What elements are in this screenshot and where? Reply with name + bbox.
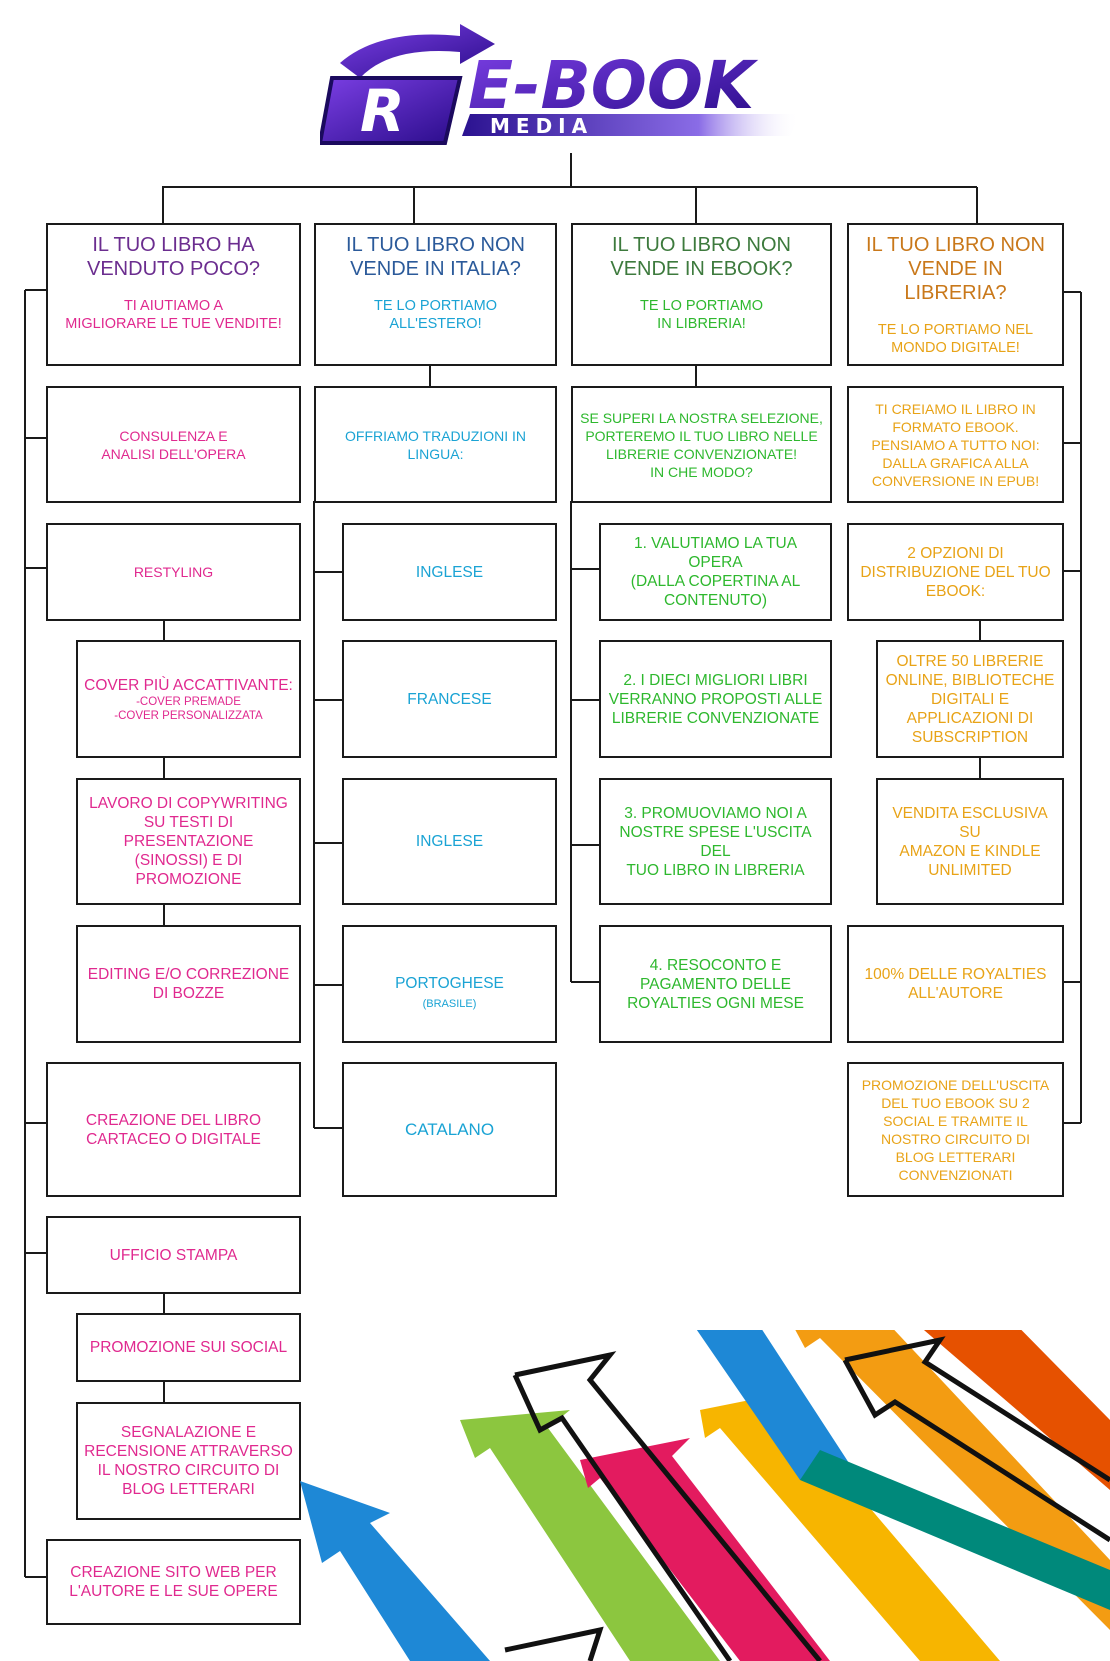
catalano-text: CATALANO [404, 1119, 495, 1139]
amazon-box: VENDITA ESCLUSIVA SU AMAZON E KINDLE UNL… [876, 778, 1064, 905]
inglese-box-1: INGLESE [342, 523, 557, 621]
restyling-text: RESTYLING [133, 564, 214, 580]
formato-ebook-text: TI CREIAMO IL LIBRO IN FORMATO EBOOK. PE… [871, 400, 1040, 489]
step-1-text: 1. VALUTIAMO LA TUA OPERA (DALLA COPERTI… [630, 535, 801, 609]
column-1-slogan: TI AIUTIAMO A MIGLIORARE LE TUE VENDITE! [65, 298, 282, 332]
black-outline-arrow-2b [842, 1358, 1110, 1543]
logo-mark-text: R [360, 77, 405, 145]
cartaceo-text: CREAZIONE DEL LIBRO CARTACEO O DIGITALE [85, 1111, 262, 1148]
librerie-online-text: OLTRE 50 LIBRERIE ONLINE, BIBLIOTECHE DI… [885, 652, 1055, 746]
copywriting-box: LAVORO DI COPYWRITING SU TESTI DI PRESEN… [76, 778, 301, 905]
portoghese-box: PORTOGHESE (BRASILE) [342, 925, 557, 1043]
consulenza-text: CONSULENZA E ANALISI DELL'OPERA [101, 427, 246, 462]
column-3-title: IL TUO LIBRO NON VENDE IN EBOOK? [610, 234, 793, 280]
promozione-ebook-text: PROMOZIONE DELL'USCITA DEL TUO EBOOK SU … [861, 1076, 1050, 1183]
inglese-box-2: INGLESE [342, 778, 557, 905]
column-3-slogan: TE LO PORTIAMO IN LIBRERIA! [639, 298, 763, 332]
cover-options: -COVER PREMADE -COVER PERSONALIZZATA [114, 695, 263, 722]
sito-web-box: CREAZIONE SITO WEB PER L'AUTORE E LE SUE… [46, 1539, 301, 1625]
step-1-box: 1. VALUTIAMO LA TUA OPERA (DALLA COPERTI… [599, 523, 832, 621]
black-outline-arrow-1 [514, 1351, 822, 1661]
editing-box: EDITING E/O CORREZIONE DI BOZZE [76, 925, 301, 1043]
royalties-box: 100% DELLE ROYALTIES ALL'AUTORE [847, 925, 1064, 1043]
francese-box: FRANCESE [342, 640, 557, 758]
step-2-text: 2. I DIECI MIGLIORI LIBRI VERRANNO PROPO… [608, 671, 823, 727]
inglese-text-1: INGLESE [415, 563, 484, 581]
logo-sub-text: MEDIA [490, 114, 593, 138]
formato-ebook-box: TI CREIAMO IL LIBRO IN FORMATO EBOOK. PE… [847, 386, 1064, 503]
black-outline-arrow-2 [844, 1336, 1110, 1483]
selezione-box: SE SUPERI LA NOSTRA SELEZIONE, PORTEREMO… [571, 386, 832, 503]
cartaceo-box: CREAZIONE DEL LIBRO CARTACEO O DIGITALE [46, 1062, 301, 1197]
decorative-arrows [300, 1330, 1110, 1661]
editing-text: EDITING E/O CORREZIONE DI BOZZE [87, 966, 290, 1002]
black-outline-arrow-1b [512, 1373, 733, 1661]
inglese-text-2: INGLESE [415, 833, 484, 850]
logo-r-shield [320, 76, 463, 145]
blue-arrow-right [678, 1330, 860, 1480]
yellow-arrow [700, 1390, 1000, 1661]
logo-sub-bar [462, 114, 800, 136]
social-text: PROMOZIONE SUI SOCIAL [89, 1339, 288, 1356]
promozione-ebook-box: PROMOZIONE DELL'USCITA DEL TUO EBOOK SU … [847, 1062, 1064, 1197]
logo-main-text: E-BOOK [468, 47, 759, 124]
selezione-text: SE SUPERI LA NOSTRA SELEZIONE, PORTEREMO… [580, 409, 823, 480]
portoghese-text: PORTOGHESE [395, 974, 504, 992]
opzioni-text: 2 OPZIONI DI DISTRIBUZIONE DEL TUO EBOOK… [860, 544, 1051, 600]
column-4-header: IL TUO LIBRO NON VENDE IN LIBRERIA? TE L… [847, 223, 1064, 366]
black-outline-arrow-3 [504, 1626, 604, 1661]
dark-orange-arrow [923, 1330, 1110, 1490]
portoghese-note: (BRASILE) [422, 997, 477, 1010]
segnalazione-text: SEGNALAZIONE E RECENSIONE ATTRAVERSO IL … [84, 1424, 293, 1498]
column-1-header: IL TUO LIBRO HA VENDUTO POCO? TI AIUTIAM… [46, 223, 301, 366]
restyling-box: RESTYLING [46, 523, 301, 621]
column-4-slogan: TE LO PORTIAMO NEL MONDO DIGITALE! [877, 322, 1034, 356]
ufficio-stampa-text: UFFICIO STAMPA [109, 1246, 238, 1264]
francese-text: FRANCESE [407, 690, 492, 708]
catalano-box: CATALANO [342, 1062, 557, 1197]
consulenza-box: CONSULENZA E ANALISI DELL'OPERA [46, 386, 301, 503]
red-arrow [580, 1438, 830, 1661]
amazon-text: VENDITA ESCLUSIVA SU AMAZON E KINDLE UNL… [892, 804, 1048, 879]
column-4-title: IL TUO LIBRO NON VENDE IN LIBRERIA? [866, 234, 1045, 304]
ufficio-stampa-box: UFFICIO STAMPA [46, 1216, 301, 1294]
opzioni-box: 2 OPZIONI DI DISTRIBUZIONE DEL TUO EBOOK… [847, 523, 1064, 621]
column-1-title: IL TUO LIBRO HA VENDUTO POCO? [87, 234, 260, 280]
step-4-text: 4. RESOCONTO E PAGAMENTO DELLE ROYALTIES… [627, 956, 804, 1012]
step-4-box: 4. RESOCONTO E PAGAMENTO DELLE ROYALTIES… [599, 925, 832, 1043]
logo-swoosh-arrow [340, 24, 495, 78]
cover-title: COVER PIÙ ACCATTIVANTE: [84, 676, 293, 694]
librerie-online-box: OLTRE 50 LIBRERIE ONLINE, BIBLIOTECHE DI… [876, 640, 1064, 758]
e-book-media-logo: R E-BOOK MEDIA [320, 24, 800, 145]
traduzioni-box: OFFRIAMO TRADUZIONI IN LINGUA: [314, 386, 557, 503]
green-arrow [460, 1410, 720, 1661]
cover-box: COVER PIÙ ACCATTIVANTE: -COVER PREMADE -… [76, 640, 301, 758]
sito-web-text: CREAZIONE SITO WEB PER L'AUTORE E LE SUE… [69, 1564, 278, 1600]
teal-stripe [800, 1450, 1110, 1610]
copywriting-text: LAVORO DI COPYWRITING SU TESTI DI PRESEN… [89, 795, 288, 888]
column-2-title: IL TUO LIBRO NON VENDE IN ITALIA? [346, 234, 525, 280]
blue-arrow-left [300, 1481, 490, 1661]
column-2-header: IL TUO LIBRO NON VENDE IN ITALIA? TE LO … [314, 223, 557, 366]
portoghese-row: PORTOGHESE (BRASILE) [395, 955, 504, 1014]
step-3-box: 3. PROMUOVIAMO NOI A NOSTRE SPESE L'USCI… [599, 778, 832, 905]
step-3-text: 3. PROMUOVIAMO NOI A NOSTRE SPESE L'USCI… [619, 804, 812, 879]
royalties-text: 100% DELLE ROYALTIES ALL'AUTORE [864, 966, 1047, 1002]
traduzioni-text: OFFRIAMO TRADUZIONI IN LINGUA: [345, 427, 526, 462]
column-2-slogan: TE LO PORTIAMO ALL'ESTERO! [373, 298, 497, 332]
segnalazione-box: SEGNALAZIONE E RECENSIONE ATTRAVERSO IL … [76, 1402, 301, 1520]
social-box: PROMOZIONE SUI SOCIAL [76, 1313, 301, 1382]
step-2-box: 2. I DIECI MIGLIORI LIBRI VERRANNO PROPO… [599, 640, 832, 758]
column-3-header: IL TUO LIBRO NON VENDE IN EBOOK? TE LO P… [571, 223, 832, 366]
